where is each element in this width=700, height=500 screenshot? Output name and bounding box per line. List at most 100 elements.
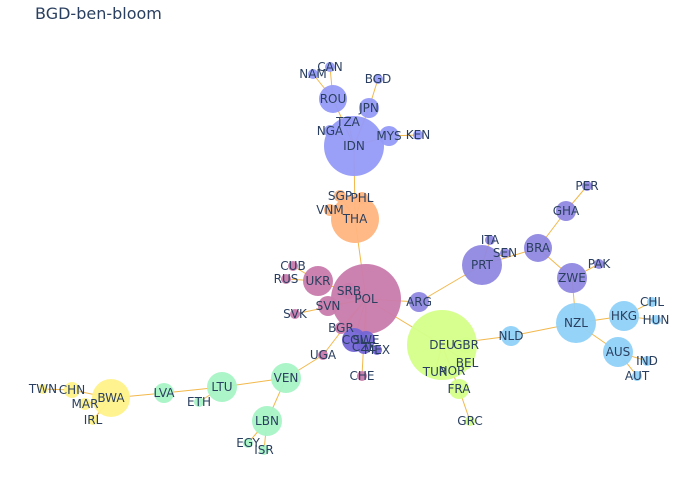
node-per[interactable] (582, 181, 592, 191)
node-tza[interactable] (342, 116, 354, 128)
node-nzl[interactable] (556, 303, 596, 343)
node-bel[interactable] (461, 357, 473, 369)
node-label-deu: DEU (429, 338, 455, 352)
node-label-idn: IDN (343, 139, 365, 153)
node-ltu[interactable] (207, 372, 237, 402)
node-aut[interactable] (632, 371, 642, 381)
node-mex[interactable] (372, 345, 382, 355)
node-can[interactable] (325, 62, 335, 72)
node-rou[interactable] (319, 85, 347, 113)
node-lva[interactable] (154, 383, 174, 403)
node-pak[interactable] (594, 259, 604, 269)
node-label-col: COL (342, 333, 367, 347)
node-label-jpn: JPN (358, 101, 379, 115)
node-label-prt: PRT (471, 258, 494, 272)
node-chl[interactable] (647, 297, 657, 307)
node-irl[interactable] (88, 415, 98, 425)
node-label-nga: NGA (317, 124, 344, 138)
node-ven[interactable] (271, 363, 301, 393)
node-label-irl: IRL (84, 413, 103, 427)
node-cub[interactable] (288, 261, 298, 271)
node-grc[interactable] (465, 416, 475, 426)
node-lbn[interactable] (252, 406, 282, 436)
node-twn[interactable] (38, 384, 48, 394)
node-tha[interactable] (331, 195, 379, 243)
node-idn[interactable] (324, 116, 384, 176)
node-cze[interactable] (357, 340, 371, 354)
node-phl[interactable] (356, 192, 368, 204)
node-label-nor: NOR (439, 364, 466, 378)
node-sen[interactable] (500, 248, 510, 258)
node-label-swe: SWE (352, 333, 379, 347)
node-bra[interactable] (524, 234, 552, 262)
node-label-can: CAN (317, 60, 343, 74)
node-egy[interactable] (243, 438, 253, 448)
node-label-bel: BEL (456, 356, 479, 370)
node-rus[interactable] (281, 274, 291, 284)
node-label-aut: AUT (625, 369, 650, 383)
node-label-tur: TUR (422, 365, 447, 379)
node-nld[interactable] (501, 326, 521, 346)
node-label-ind: IND (636, 354, 658, 368)
node-label-mys: MYS (376, 129, 401, 143)
node-chn[interactable] (64, 382, 80, 398)
node-label-ken: KEN (406, 128, 430, 142)
node-ind[interactable] (642, 356, 652, 366)
node-uga[interactable] (318, 350, 328, 360)
node-label-nam: NAM (299, 67, 327, 81)
node-prt[interactable] (462, 245, 502, 285)
node-nor[interactable] (446, 365, 458, 377)
node-hun[interactable] (651, 315, 661, 325)
node-label-che: CHE (350, 369, 375, 383)
node-deu[interactable] (407, 310, 477, 380)
node-label-lva: LVA (153, 386, 175, 400)
node-svk[interactable] (290, 309, 300, 319)
node-tur[interactable] (429, 366, 441, 378)
node-bgr[interactable] (335, 322, 347, 334)
node-sgp[interactable] (334, 190, 346, 202)
node-arg[interactable] (409, 292, 429, 312)
node-gha[interactable] (556, 201, 576, 221)
node-label-grc: GRC (457, 414, 482, 428)
node-label-nld: NLD (499, 329, 524, 343)
node-label-cub: CUB (280, 259, 305, 273)
node-label-ven: VEN (274, 371, 299, 385)
node-label-mar: MAR (72, 397, 99, 411)
node-label-arg: ARG (406, 295, 432, 309)
node-mar[interactable] (79, 398, 91, 410)
node-fra[interactable] (449, 379, 469, 399)
node-label-per: PER (575, 179, 598, 193)
node-label-chn: CHN (59, 383, 85, 397)
node-nga[interactable] (324, 125, 336, 137)
node-label-svk: SVK (283, 307, 308, 321)
node-label-zwe: ZWE (558, 271, 586, 285)
node-isr[interactable] (259, 445, 269, 455)
node-label-fra: FRA (448, 382, 472, 396)
node-bgd[interactable] (373, 74, 383, 84)
node-ita[interactable] (485, 235, 495, 245)
node-label-gha: GHA (553, 204, 580, 218)
node-vnm[interactable] (324, 204, 336, 216)
node-eth[interactable] (194, 397, 204, 407)
node-pol[interactable] (331, 264, 401, 334)
node-label-hun: HUN (643, 313, 670, 327)
node-bwa[interactable] (92, 379, 130, 417)
node-label-lbn: LBN (255, 414, 279, 428)
node-ken[interactable] (413, 130, 423, 140)
node-label-srb: SRB (337, 284, 361, 298)
node-svn[interactable] (318, 296, 338, 316)
node-hkg[interactable] (609, 301, 639, 331)
node-zwe[interactable] (557, 263, 587, 293)
node-label-chl: CHL (640, 295, 664, 309)
node-srb[interactable] (341, 283, 357, 299)
node-che[interactable] (357, 371, 367, 381)
node-label-eth: ETH (187, 395, 211, 409)
node-mys[interactable] (379, 126, 399, 146)
node-label-mex: MEX (364, 343, 390, 357)
node-nam[interactable] (308, 69, 318, 79)
node-aus[interactable] (603, 337, 633, 367)
node-label-ltu: LTU (211, 380, 232, 394)
node-gbr[interactable] (458, 337, 474, 353)
node-ukr[interactable] (303, 266, 333, 296)
node-jpn[interactable] (359, 98, 379, 118)
